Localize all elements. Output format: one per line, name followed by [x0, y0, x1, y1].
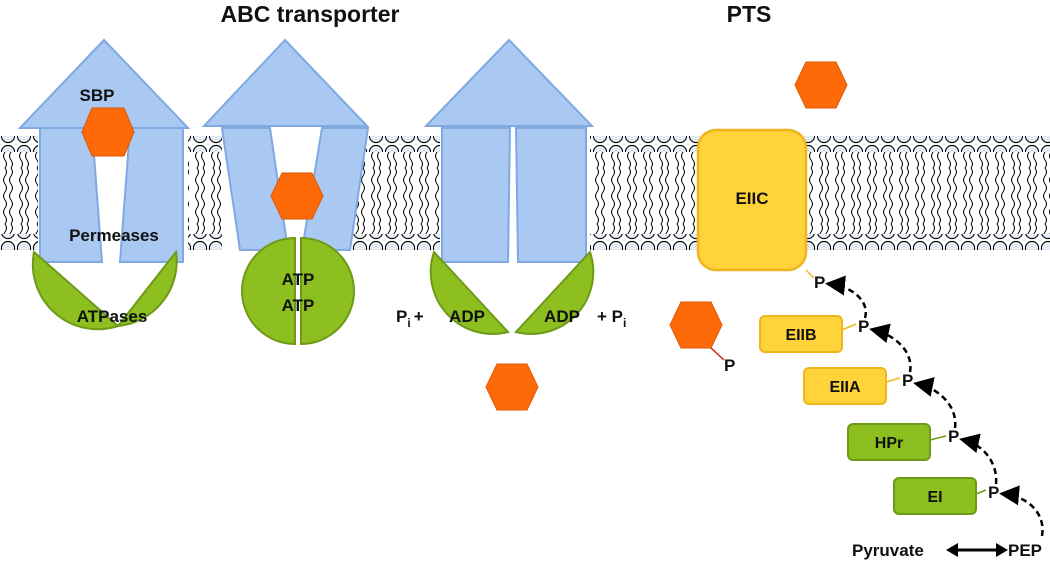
sbp-triangle-3 — [423, 38, 595, 127]
pi-right-label: + Pi — [597, 307, 626, 330]
atpase-right-1 — [115, 249, 178, 328]
atpase-left-1 — [31, 250, 120, 331]
phospho-bond — [710, 347, 725, 361]
eiia-box — [803, 367, 887, 405]
pi-right-subscript: i — [623, 316, 626, 330]
substrate-hexagon-1 — [81, 107, 135, 157]
permease-left-3 — [441, 127, 512, 263]
eiib-p-bond — [841, 323, 857, 331]
abc-transporter-state-2: ATP ATP — [201, 38, 370, 346]
pyruvate-label: Pyruvate — [852, 541, 924, 560]
eiib-box — [759, 315, 843, 353]
eiic-label: EIIC — [735, 189, 768, 208]
eiic-p-bond — [805, 269, 815, 279]
eiib-label: EIIB — [785, 327, 816, 344]
atpase-right-3 — [514, 250, 595, 335]
pts-title: PTS — [727, 1, 772, 27]
ei-p-bond — [975, 489, 987, 495]
hpr-box — [847, 423, 931, 461]
atpase-right-2 — [300, 236, 355, 346]
ei-label: EI — [927, 489, 942, 506]
pyruvate-arrowhead — [946, 543, 958, 557]
atpase-left-2 — [241, 236, 296, 346]
atpase-left-3 — [429, 250, 510, 335]
abc-transporter-state-1: SBP Permeases ATPases — [17, 38, 191, 331]
substrate-hexagon-3 — [485, 363, 539, 411]
pi-left-label: Pi+ — [396, 307, 424, 330]
pts-system: EIIC P EIIB EIIA HPr EI P P P P P — [669, 61, 1044, 560]
eiia-label: EIIA — [829, 379, 861, 396]
pi-left-plus: + — [414, 307, 424, 326]
sbp-label: SBP — [80, 86, 115, 105]
adp-right-label: ADP — [544, 307, 580, 326]
substrate-hexagon-outside — [794, 61, 848, 109]
transfer-arrow-5 — [999, 485, 1044, 537]
p-on-eiic: P — [814, 273, 825, 292]
abc-transporter-state-3: Pi+ ADP ADP + Pi — [396, 38, 626, 411]
transfer-arrow-3 — [913, 377, 957, 429]
phospho-substrate-p: P — [724, 356, 735, 375]
sbp-triangle-2 — [201, 38, 370, 127]
abc-title: ABC transporter — [221, 1, 400, 27]
atp-label-bottom: ATP — [282, 296, 315, 315]
substrate-hexagon-2 — [270, 172, 324, 220]
permeases-label: Permeases — [69, 226, 159, 245]
atp-label-top: ATP — [282, 270, 315, 289]
transfer-arrow-1 — [825, 275, 867, 319]
transfer-arrow-4 — [959, 433, 998, 485]
eiia-p-bond — [885, 377, 901, 383]
p-on-hpr: P — [948, 427, 959, 446]
hpr-label: HPr — [875, 435, 903, 452]
p-on-eiia: P — [902, 371, 913, 390]
p-on-eiib: P — [858, 317, 869, 336]
eiic-box — [696, 128, 808, 272]
atpases-label: ATPases — [77, 307, 148, 326]
adp-left-label: ADP — [449, 307, 485, 326]
p-on-ei: P — [988, 483, 999, 502]
ei-box — [893, 477, 977, 515]
transfer-arrow-2 — [869, 323, 912, 373]
hpr-p-bond — [929, 435, 947, 441]
pep-label: PEP — [1008, 541, 1042, 560]
substrate-hexagon-phospho — [669, 301, 723, 349]
pep-arrowhead — [996, 543, 1008, 557]
pi-left-subscript: i — [407, 316, 410, 330]
permease-right-3 — [514, 127, 587, 263]
